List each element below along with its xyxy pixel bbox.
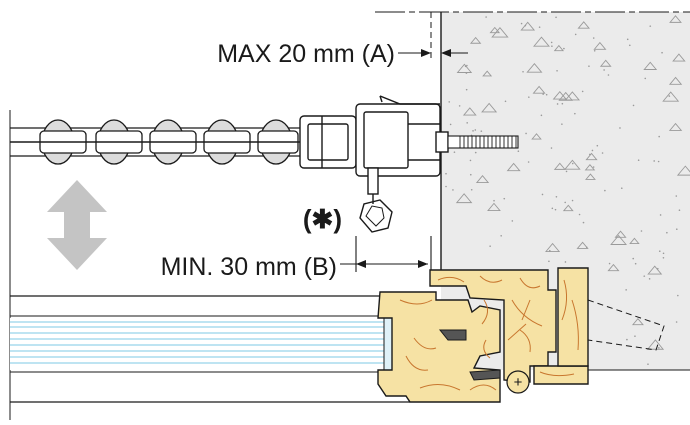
roller-chain xyxy=(9,110,310,420)
chain-bracket xyxy=(299,95,519,233)
up-down-arrow-icon xyxy=(47,180,107,270)
wood-frame xyxy=(377,267,665,403)
dimension-lines xyxy=(340,49,468,280)
min-gap-label: MIN. 30 mm (B) xyxy=(161,253,337,281)
plus-sign: + xyxy=(514,374,523,391)
plus-circle-icon: + xyxy=(506,370,530,394)
asterisk-label: (✱) xyxy=(303,204,342,234)
window-sash xyxy=(10,295,410,403)
max-gap-label: MAX 20 mm (A) xyxy=(217,40,395,68)
